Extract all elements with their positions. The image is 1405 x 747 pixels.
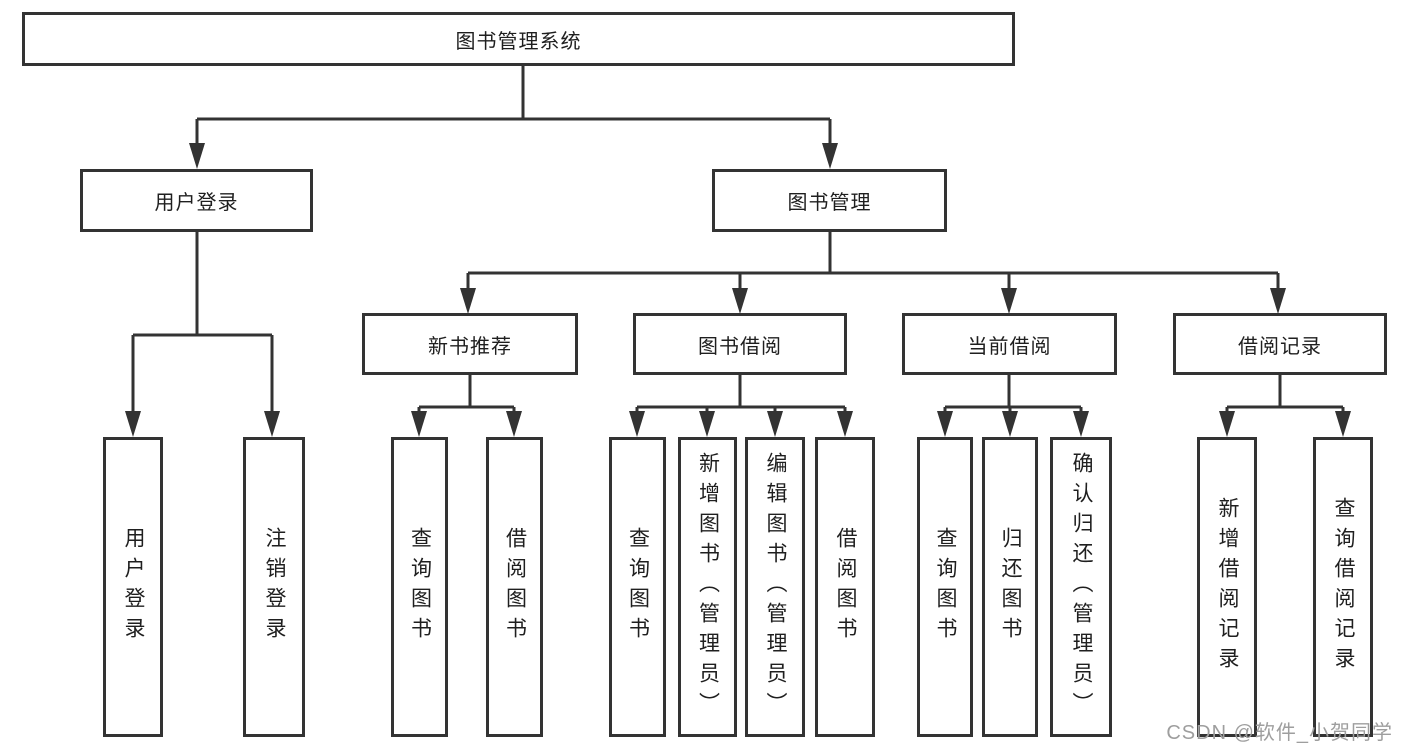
node-book-borrowing: 图书借阅 [633, 313, 847, 375]
leaf-edit-books-admin: 编辑图书（管理员） [745, 437, 805, 737]
leaf-label: 注销登录 [263, 527, 286, 647]
node-borrowing-records: 借阅记录 [1173, 313, 1387, 375]
leaf-label: 查询图书 [626, 527, 650, 647]
leaf-add-books-admin: 新增图书（管理员） [678, 437, 737, 737]
leaf-borrow-books-2: 借阅图书 [815, 437, 875, 737]
leaf-query-borrow-record: 查询借阅记录 [1313, 437, 1373, 737]
leaf-label: 借阅图书 [503, 527, 527, 647]
leaf-query-books-1: 查询图书 [391, 437, 448, 737]
csdn-watermark: CSDN @软件_小贺同学 [1166, 722, 1393, 744]
leaf-label: 查询借阅记录 [1332, 497, 1355, 677]
leaf-query-books-2: 查询图书 [609, 437, 666, 737]
leaf-return-books: 归还图书 [982, 437, 1038, 737]
node-user-login-branch: 用户登录 [80, 169, 313, 232]
leaf-label: 查询图书 [934, 527, 957, 647]
leaf-label: 新增借阅记录 [1216, 497, 1239, 677]
node-new-book-recommend: 新书推荐 [362, 313, 578, 375]
leaf-label: 编辑图书（管理员） [764, 452, 787, 722]
leaf-label: 查询图书 [408, 527, 432, 647]
arrowhead-icons [125, 143, 1351, 437]
leaf-label: 新增图书（管理员） [696, 452, 720, 722]
leaf-borrow-books-1: 借阅图书 [486, 437, 543, 737]
leaf-label: 确认归还（管理员） [1070, 452, 1093, 722]
leaf-label: 归还图书 [999, 527, 1022, 647]
leaf-query-books-3: 查询图书 [917, 437, 973, 737]
leaf-user-login: 用户登录 [103, 437, 163, 737]
node-library-management-system: 图书管理系统 [22, 12, 1015, 66]
node-current-borrowing: 当前借阅 [902, 313, 1117, 375]
leaf-label: 借阅图书 [834, 527, 857, 647]
node-book-management-branch: 图书管理 [712, 169, 947, 232]
leaf-label: 用户登录 [122, 527, 145, 647]
leaf-logout: 注销登录 [243, 437, 305, 737]
leaf-add-borrow-record: 新增借阅记录 [1197, 437, 1257, 737]
leaf-confirm-return-admin: 确认归还（管理员） [1050, 437, 1112, 737]
